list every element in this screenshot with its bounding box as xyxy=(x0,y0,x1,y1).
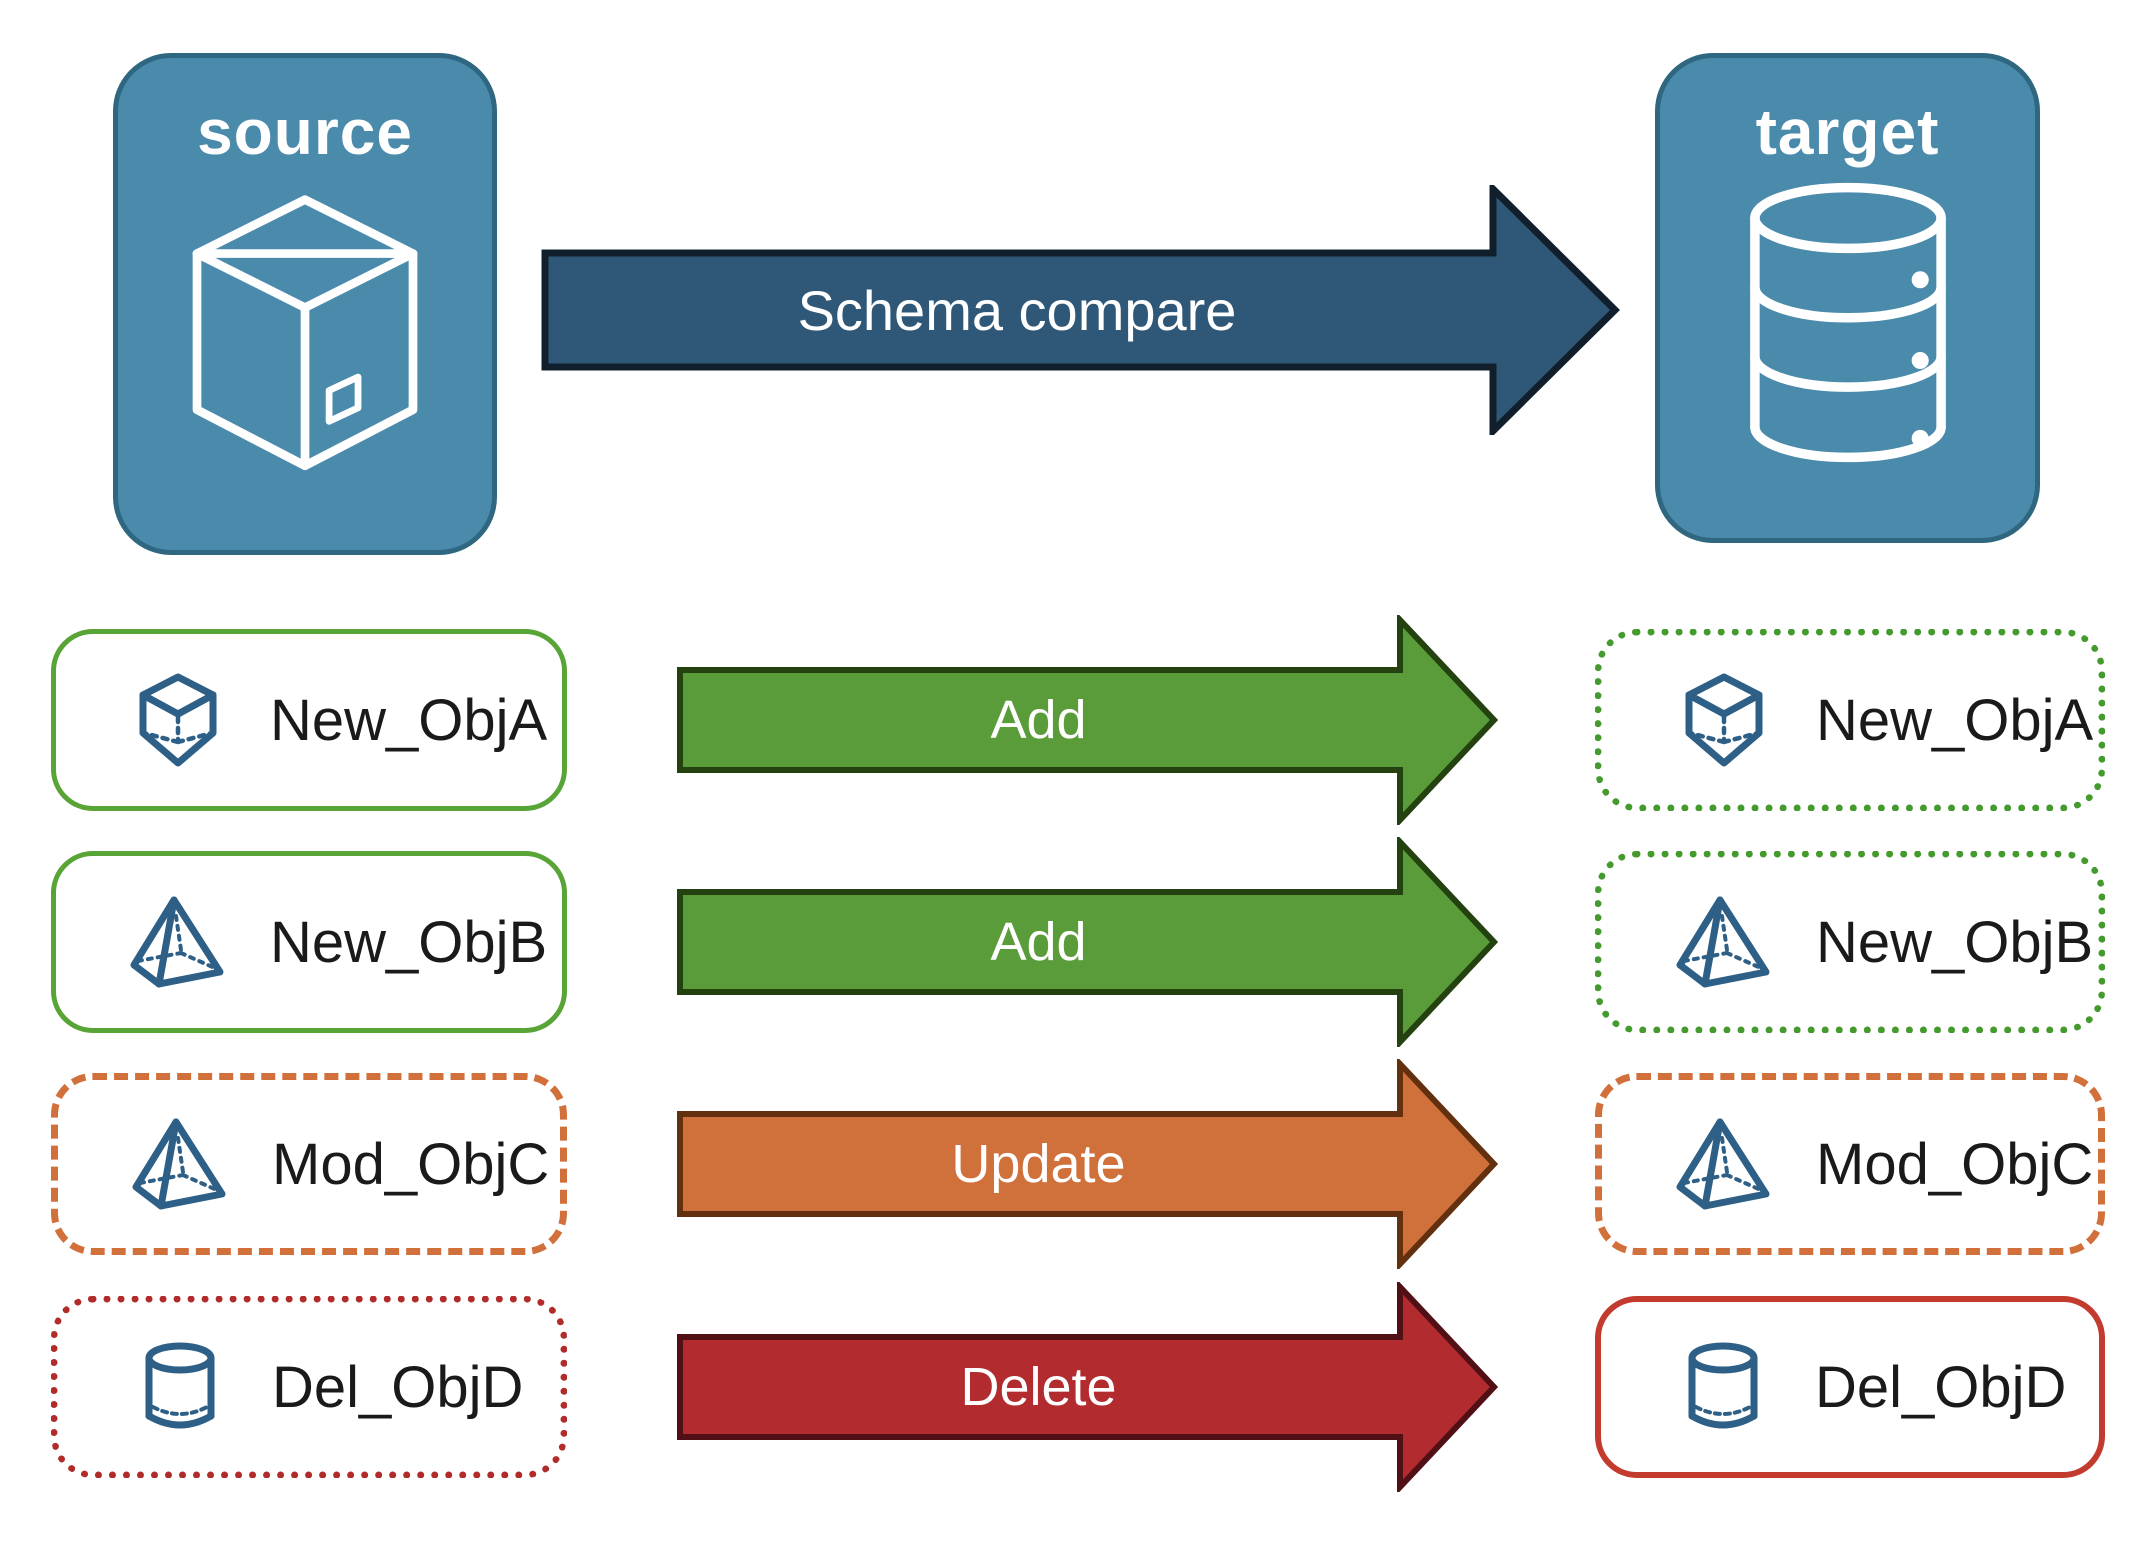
pyramid-icon xyxy=(130,1114,230,1214)
pyramid-icon xyxy=(1674,1114,1774,1214)
object-label: New_ObjB xyxy=(1816,909,2094,975)
target-object-del-objd: Del_ObjD xyxy=(1595,1296,2105,1478)
target-title: target xyxy=(1755,96,1940,168)
object-label: Del_ObjD xyxy=(1815,1354,2067,1420)
add-arrow-shape xyxy=(677,837,1499,1047)
cube-icon xyxy=(128,670,228,770)
object-label: New_ObjA xyxy=(1816,687,2094,753)
schema-compare-label: Schema compare xyxy=(797,278,1237,342)
object-label: Del_ObjD xyxy=(272,1354,524,1420)
object-label: Mod_ObjC xyxy=(1816,1131,2094,1197)
source-object-new-objb: New_ObjB xyxy=(51,851,567,1033)
cylinder-icon xyxy=(1673,1337,1773,1437)
delete-arrow: Delete xyxy=(677,1282,1502,1492)
add-arrow-shape xyxy=(677,615,1499,825)
source-node: source xyxy=(113,53,497,555)
object-label: Mod_ObjC xyxy=(272,1131,550,1197)
source-object-mod-objc: Mod_ObjC xyxy=(51,1073,567,1255)
update-arrow: Update xyxy=(677,1059,1502,1269)
object-label: New_ObjB xyxy=(270,909,548,975)
target-object-mod-objc: Mod_ObjC xyxy=(1595,1073,2105,1255)
target-object-new-obja: New_ObjA xyxy=(1595,629,2105,811)
object-label: New_ObjA xyxy=(270,687,548,753)
add-arrow-label: Add xyxy=(990,690,1087,750)
package-icon xyxy=(192,194,418,470)
add-arrow-row2: Add xyxy=(677,837,1502,1047)
target-object-new-objb: New_ObjB xyxy=(1595,851,2105,1033)
delete-arrow-label: Delete xyxy=(960,1357,1117,1417)
update-arrow-label: Update xyxy=(951,1134,1126,1194)
add-arrow-row1: Add xyxy=(677,615,1502,825)
delete-arrow-shape xyxy=(677,1282,1499,1492)
database-icon xyxy=(1749,182,1946,462)
source-object-del-objd: Del_ObjD xyxy=(51,1296,567,1478)
schema-compare-arrow-shape xyxy=(541,185,1620,435)
pyramid-icon xyxy=(128,892,228,992)
pyramid-icon xyxy=(1674,892,1774,992)
cylinder-icon xyxy=(130,1337,230,1437)
cube-icon xyxy=(1674,670,1774,770)
target-node: target xyxy=(1655,53,2040,543)
source-object-new-obja: New_ObjA xyxy=(51,629,567,811)
source-title: source xyxy=(197,96,413,168)
add-arrow-label: Add xyxy=(990,912,1087,972)
update-arrow-shape xyxy=(677,1059,1499,1269)
schema-compare-arrow: Schema compare xyxy=(541,185,1621,435)
